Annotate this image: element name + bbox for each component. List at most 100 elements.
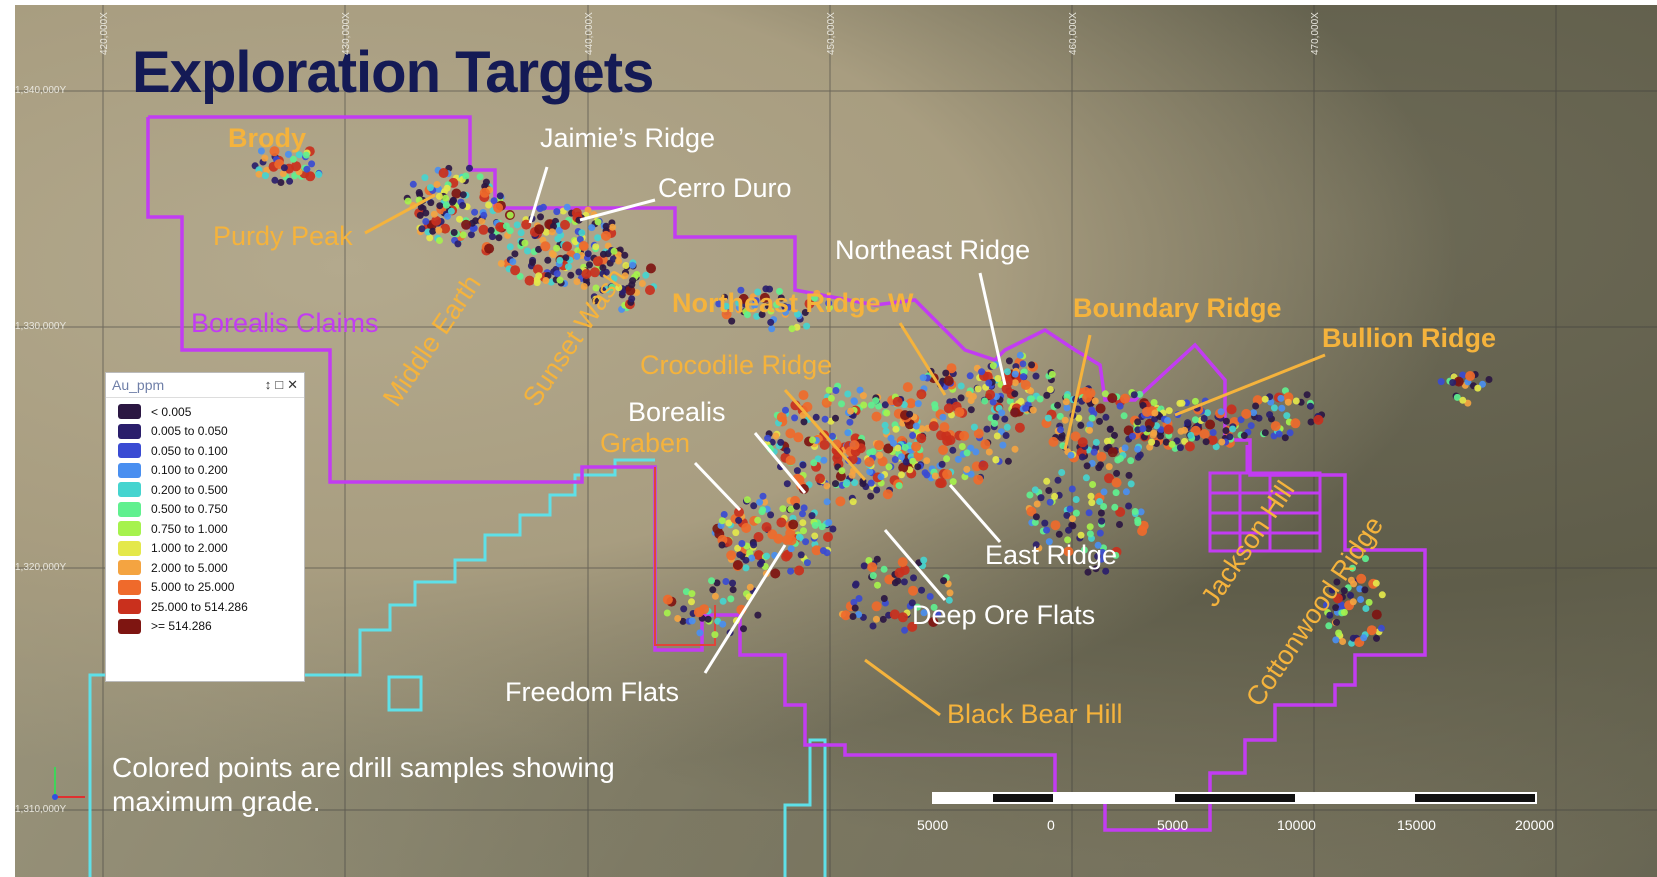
drill-sample-point (628, 295, 636, 303)
scale-label: 5000 (1157, 817, 1189, 833)
drill-sample-point (261, 154, 269, 162)
pointer-jaimies-ridge (528, 166, 549, 224)
drill-sample-point (1002, 432, 1010, 439)
maximize-icon[interactable]: □ (275, 377, 284, 392)
drill-sample-point (1261, 395, 1269, 403)
drill-sample-point (938, 460, 946, 468)
drill-sample-point (592, 297, 599, 305)
drill-sample-point (1085, 509, 1093, 517)
drill-sample-point (1163, 424, 1174, 435)
drill-sample-point (889, 609, 900, 620)
drill-sample-point (1453, 376, 1464, 387)
drill-sample-point (1058, 434, 1066, 442)
drill-sample-point (957, 394, 965, 402)
drill-sample-point (767, 318, 775, 326)
drill-sample-point (564, 263, 572, 271)
drill-sample-point (478, 224, 489, 235)
drill-sample-point (1362, 605, 1370, 612)
pointer-northeast-ridge-w (898, 322, 947, 396)
drill-sample-point (825, 299, 833, 307)
drill-sample-point (1459, 396, 1467, 404)
drill-sample-point (1270, 421, 1281, 432)
drill-sample-point (1036, 395, 1044, 403)
drill-sample-point (1105, 463, 1113, 471)
drill-sample-point (770, 568, 781, 579)
drill-sample-point (801, 309, 809, 316)
pin-icon[interactable]: ↕ (264, 377, 272, 392)
drill-sample-point (436, 237, 443, 244)
drill-sample-point (601, 230, 611, 241)
drill-sample-point (1054, 476, 1062, 484)
drill-sample-point (588, 224, 596, 232)
drill-sample-point (1127, 480, 1135, 488)
drill-sample-point (851, 479, 859, 487)
label-borealis-claims: Borealis Claims (191, 308, 379, 338)
legend-item: 0.500 to 0.750 (106, 500, 304, 520)
drill-sample-point (754, 516, 762, 524)
satellite-map[interactable]: Exploration Targets 1,340,000Y 1,330,000… (15, 5, 1657, 877)
drill-sample-point (1267, 398, 1275, 406)
drill-sample-point (1162, 438, 1170, 446)
drill-sample-point (711, 592, 719, 600)
drill-sample-point (901, 443, 909, 451)
drill-sample-point (985, 379, 993, 387)
drill-sample-point (802, 401, 813, 412)
drill-sample-point (782, 308, 790, 316)
drill-sample-point (1031, 486, 1039, 494)
close-icon[interactable]: ✕ (287, 377, 298, 392)
drill-sample-point (958, 443, 966, 450)
drill-sample-point (422, 218, 430, 225)
drill-sample-point (910, 574, 917, 582)
label-borealis: Borealis (628, 397, 726, 427)
drill-sample-point (1123, 425, 1134, 436)
drill-sample-point (1286, 429, 1294, 437)
drill-sample-point (978, 368, 986, 376)
drill-sample-point (959, 430, 970, 441)
drill-sample-point (1212, 443, 1220, 451)
drill-sample-point (957, 382, 965, 390)
drill-sample-point (779, 505, 787, 513)
drill-sample-point (1075, 414, 1083, 422)
drill-sample-point (819, 439, 830, 450)
drill-sample-point (998, 409, 1006, 417)
label-northeast-ridge: Northeast Ridge (835, 235, 1031, 265)
drill-sample-point (715, 300, 723, 308)
drill-sample-point (1237, 416, 1245, 424)
drill-sample-point (542, 277, 550, 284)
drill-sample-point (1176, 444, 1184, 452)
claim-boundary (146, 115, 1427, 832)
drill-sample-point (736, 551, 744, 559)
drill-sample-point (1349, 564, 1356, 572)
pointer-deep-ore-flats (883, 529, 947, 601)
drill-sample-point (284, 150, 292, 158)
drill-sample-point (891, 579, 899, 587)
drill-sample-point (900, 578, 908, 586)
drill-sample-point (573, 278, 581, 286)
drill-sample-point (867, 479, 875, 487)
drill-sample-point (1026, 491, 1034, 499)
drill-sample-point (693, 607, 704, 618)
drill-sample-point (811, 294, 818, 302)
drill-sample-point (257, 147, 265, 155)
drill-sample-point (912, 422, 920, 430)
grid-x-label: 440,000X (584, 12, 595, 55)
drill-sample-point (1365, 598, 1373, 606)
legend-panel[interactable]: Au_ppm ↕ □ ✕ < 0.005 0.005 to 0.050 0.05… (105, 372, 305, 682)
drill-sample-point (1048, 370, 1056, 378)
drill-sample-point (1041, 519, 1049, 527)
drill-sample-point (1051, 492, 1059, 500)
drill-sample-point (1113, 469, 1121, 477)
drill-sample-point (946, 363, 957, 374)
drill-sample-point (688, 617, 696, 625)
drill-sample-point (1086, 530, 1094, 538)
drill-sample-point (729, 586, 737, 594)
drill-sample-point (808, 512, 816, 520)
drill-sample-point (586, 261, 593, 269)
drill-sample-point (728, 317, 736, 325)
drill-sample-point (674, 615, 682, 622)
drill-sample-point (497, 260, 505, 267)
drill-sample-point (495, 234, 503, 242)
drill-sample-point (935, 478, 946, 489)
drill-sample-point (513, 221, 521, 229)
drill-sample-point (1107, 447, 1118, 458)
